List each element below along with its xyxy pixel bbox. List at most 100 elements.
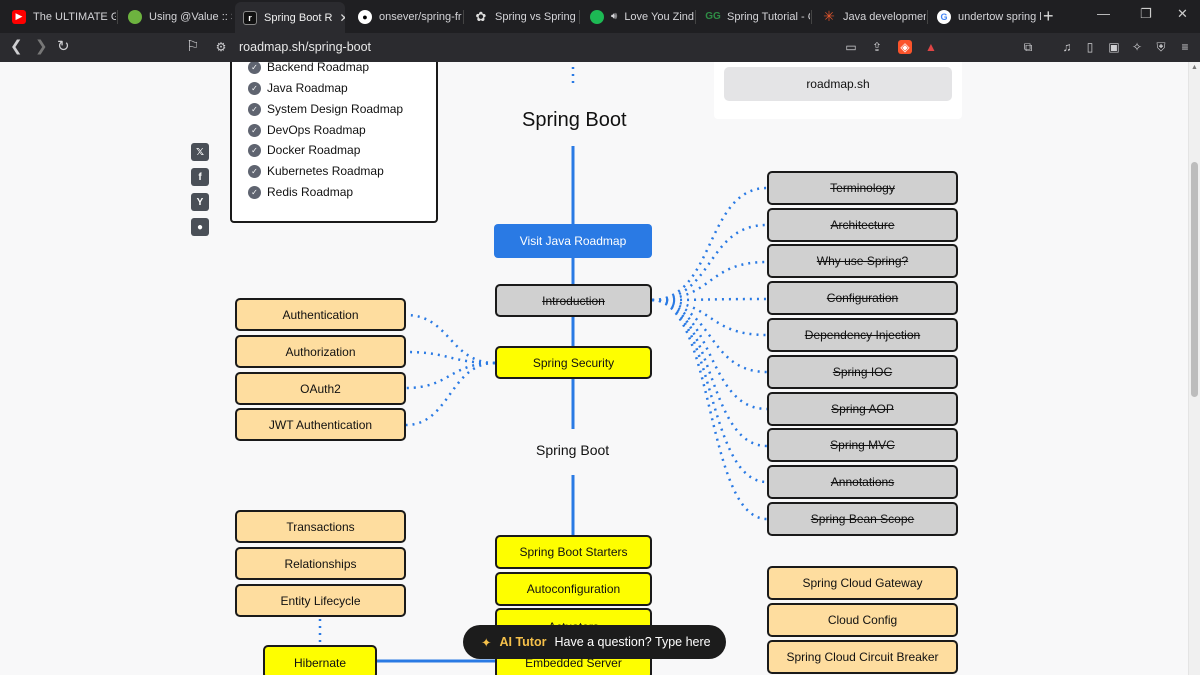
speaker-icon: 🔊︎	[611, 11, 618, 22]
node-spring-cloud-gateway[interactable]: Spring Cloud Gateway	[767, 566, 958, 600]
roadmap-title: Spring Boot	[522, 109, 627, 131]
node-authorization[interactable]: Authorization	[235, 335, 406, 368]
roadmap-link[interactable]: ✓Backend Roadmap	[248, 62, 369, 74]
vpn-icon[interactable]: ⛨	[1156, 40, 1166, 54]
node-jwt-authentication[interactable]: JWT Authentication	[235, 408, 406, 441]
page-content: ✓Backend Roadmap ✓Java Roadmap ✓System D…	[0, 62, 1200, 675]
node-architecture[interactable]: Architecture	[767, 208, 958, 242]
check-circle-icon: ✓	[248, 185, 261, 199]
browser-tab[interactable]: ✳ Java development	[814, 4, 926, 29]
scroll-up-icon[interactable]: ▲	[1191, 64, 1198, 71]
ai-tutor-prompt[interactable]: Have a question? Type here	[554, 635, 711, 649]
node-introduction[interactable]: Introduction	[495, 284, 652, 317]
menu-icon[interactable]: ≡	[1181, 40, 1189, 54]
leo-ai-icon[interactable]: ✧	[1131, 40, 1143, 54]
url-field[interactable]: roadmap.sh/spring-boot	[239, 40, 372, 54]
browser-toolbar: ❮ ❯ ↻ ⚐ ⚙ roadmap.sh/spring-boot ▭ ⇪ ◈ ▲…	[0, 33, 1200, 62]
node-configuration[interactable]: Configuration	[767, 281, 958, 315]
share-icon[interactable]: ⇪	[871, 40, 883, 54]
node-autoconfiguration[interactable]: Autoconfiguration	[495, 572, 652, 606]
roadmap-icon: r	[243, 10, 257, 25]
check-circle-icon: ✓	[248, 143, 261, 157]
spotify-icon	[590, 9, 604, 24]
node-authentication[interactable]: Authentication	[235, 298, 406, 331]
browser-tab[interactable]: 🔊︎ Love You Zind	[582, 4, 694, 29]
back-icon[interactable]: ❮	[10, 38, 23, 55]
reload-icon[interactable]: ↻	[57, 38, 70, 55]
browser-tab-bar: ▶ The ULTIMATE Gui Using @Value :: Sp r …	[0, 0, 1200, 33]
browser-tab[interactable]: ✿ Spring vs Spring B	[466, 4, 578, 29]
ai-tutor-bar[interactable]: ✦ AI Tutor Have a question? Type here	[463, 625, 726, 659]
hacker-news-icon[interactable]: Y	[191, 193, 209, 211]
minimize-icon[interactable]: —	[1097, 6, 1110, 21]
node-annotations[interactable]: Annotations	[767, 465, 958, 499]
node-oauth2[interactable]: OAuth2	[235, 372, 406, 405]
spring-icon	[128, 9, 142, 24]
tab-title: The ULTIMATE Gui	[33, 10, 116, 23]
browser-tab-active[interactable]: r Spring Boot R ✕	[235, 2, 345, 33]
restore-icon[interactable]: ❐	[1140, 6, 1152, 21]
github-icon: ●	[358, 9, 372, 24]
roadmap-link[interactable]: ✓Java Roadmap	[248, 81, 348, 95]
screenshot-icon[interactable]: ⧉	[1023, 40, 1033, 54]
roadmap-link[interactable]: ✓Kubernetes Roadmap	[248, 164, 384, 178]
sidebar-icon[interactable]: ▯	[1086, 40, 1094, 54]
right-info-card: roadmap.sh	[714, 62, 962, 119]
ai-tutor-label: AI Tutor	[499, 635, 547, 649]
page-scrollbar[interactable]: ▲	[1188, 62, 1200, 675]
x-twitter-icon[interactable]: 𝕏	[191, 143, 209, 161]
brave-rewards-icon[interactable]: ▲	[925, 40, 937, 54]
node-spring-bean-scope[interactable]: Spring Bean Scope	[767, 502, 958, 536]
browser-tab[interactable]: ● onsever/spring-fra	[350, 4, 462, 29]
node-spring-security[interactable]: Spring Security	[495, 346, 652, 379]
check-circle-icon: ✓	[248, 164, 261, 178]
node-dependency-injection[interactable]: Dependency Injection	[767, 318, 958, 352]
cast-icon[interactable]: ▭	[845, 40, 857, 54]
forward-icon[interactable]: ❯	[35, 38, 48, 55]
browser-tab[interactable]: Using @Value :: Sp	[120, 4, 232, 29]
site-settings-icon[interactable]: ⚙	[215, 40, 227, 54]
roadmap-link[interactable]: ✓DevOps Roadmap	[248, 123, 366, 137]
close-window-icon[interactable]: ✕	[1177, 6, 1188, 21]
node-spring-boot-starters[interactable]: Spring Boot Starters	[495, 535, 652, 569]
visit-java-roadmap-button[interactable]: Visit Java Roadmap	[494, 224, 652, 258]
tab-title: Spring vs Spring B	[495, 10, 578, 23]
claude-icon: ✳	[823, 8, 835, 24]
scrollbar-thumb[interactable]	[1191, 162, 1198, 397]
node-terminology[interactable]: Terminology	[767, 171, 958, 205]
close-tab-icon[interactable]: ✕	[339, 10, 345, 25]
browser-tab[interactable]: G undertow spring b	[929, 4, 1041, 29]
reddit-icon[interactable]: ●	[191, 218, 209, 236]
new-tab-button[interactable]: +	[1043, 6, 1054, 26]
related-roadmaps-card: ✓Backend Roadmap ✓Java Roadmap ✓System D…	[230, 62, 438, 223]
magic-wand-icon: ✦	[481, 635, 492, 650]
node-cloud-config[interactable]: Cloud Config	[767, 603, 958, 637]
tab-title: onsever/spring-fra	[379, 10, 462, 23]
node-spring-cloud-circuit-breaker[interactable]: Spring Cloud Circuit Breaker	[767, 640, 958, 674]
node-transactions[interactable]: Transactions	[235, 510, 406, 543]
node-why-use-spring[interactable]: Why use Spring?	[767, 244, 958, 278]
tab-title: Love You Zind	[624, 10, 694, 23]
node-entity-lifecycle[interactable]: Entity Lifecycle	[235, 584, 406, 617]
browser-tab[interactable]: GG Spring Tutorial - G	[698, 4, 810, 29]
roadmap-sh-button[interactable]: roadmap.sh	[724, 67, 952, 101]
bookmark-icon[interactable]: ⚐	[186, 38, 200, 55]
brave-shield-icon[interactable]: ◈	[898, 40, 912, 54]
browser-tab[interactable]: ▶ The ULTIMATE Gui	[4, 4, 116, 29]
node-hibernate[interactable]: Hibernate	[263, 645, 377, 675]
roadmap-connectors	[318, 67, 768, 663]
tab-title: undertow spring b	[958, 10, 1041, 23]
music-icon[interactable]: ♫	[1062, 40, 1072, 54]
roadmap-link[interactable]: ✓System Design Roadmap	[248, 102, 403, 116]
tab-title: Spring Tutorial - G	[727, 10, 810, 23]
wallet-icon[interactable]: ▣	[1108, 40, 1120, 54]
node-spring-aop[interactable]: Spring AOP	[767, 392, 958, 426]
check-circle-icon: ✓	[248, 62, 261, 74]
node-spring-ioc[interactable]: Spring IOC	[767, 355, 958, 389]
roadmap-link[interactable]: ✓Redis Roadmap	[248, 185, 353, 199]
facebook-icon[interactable]: f	[191, 168, 209, 186]
node-relationships[interactable]: Relationships	[235, 547, 406, 580]
check-circle-icon: ✓	[248, 123, 261, 137]
node-spring-mvc[interactable]: Spring MVC	[767, 428, 958, 462]
roadmap-link[interactable]: ✓Docker Roadmap	[248, 143, 360, 157]
